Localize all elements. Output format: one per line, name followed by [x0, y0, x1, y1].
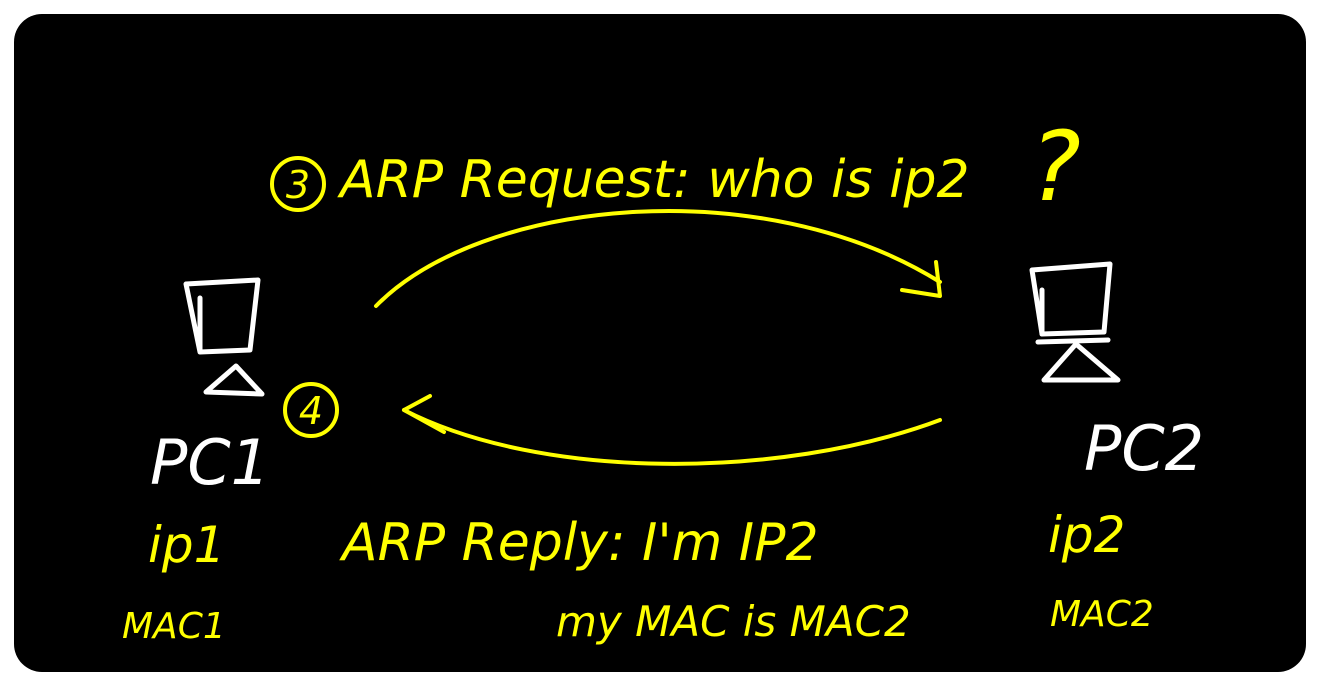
step-4-number: 4	[299, 389, 323, 433]
pc2-mac: MAC2	[1050, 594, 1154, 635]
arp-reply-text: ARP Reply: I'm IP2	[339, 513, 819, 573]
pc1-computer-icon	[183, 277, 265, 397]
request-arrow	[374, 209, 942, 308]
blackboard	[14, 14, 1306, 672]
arp-reply-mac-text: my MAC is MAC2	[556, 597, 911, 646]
question-mark: ?	[1030, 111, 1081, 223]
pc2-ip: ip2	[1048, 506, 1125, 564]
step-3-marker: 3	[270, 156, 326, 212]
pc1-label: PC1	[150, 426, 270, 499]
step-4-marker: 4	[283, 382, 339, 438]
pc1-mac: MAC1	[122, 606, 226, 647]
step-3-number: 3	[286, 163, 310, 207]
arp-request-text: ARP Request: who is ip2	[337, 150, 970, 210]
pc2-label: PC2	[1084, 412, 1204, 485]
pc2-computer-icon	[1029, 261, 1121, 383]
reply-arrow	[402, 394, 942, 466]
pc1-ip: ip1	[148, 516, 225, 574]
